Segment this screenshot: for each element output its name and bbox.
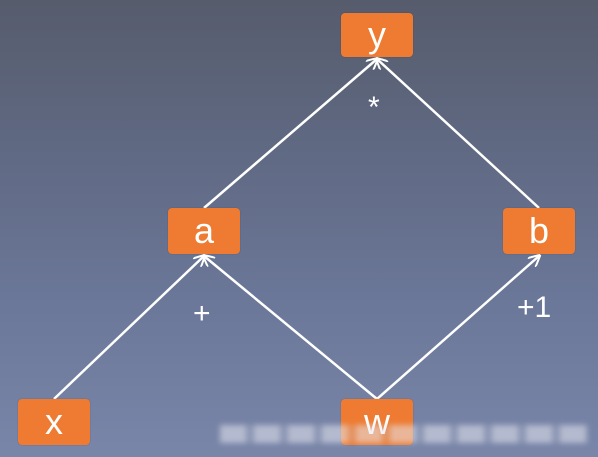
edge-w-to-a	[204, 256, 378, 400]
add-operator-label: +	[193, 297, 211, 330]
node-y: y	[341, 13, 413, 57]
node-b: b	[503, 208, 575, 254]
edge-x-to-a	[53, 256, 204, 400]
blurred-watermark	[220, 425, 588, 443]
node-x: x	[18, 399, 90, 445]
node-a: a	[168, 208, 240, 254]
edge-b-to-y	[377, 59, 540, 209]
edge-a-to-y	[203, 59, 377, 209]
edge-w-to-b	[376, 256, 539, 400]
multiply-operator-label: *	[368, 91, 380, 124]
plus-one-operator-label: +1	[517, 291, 552, 324]
